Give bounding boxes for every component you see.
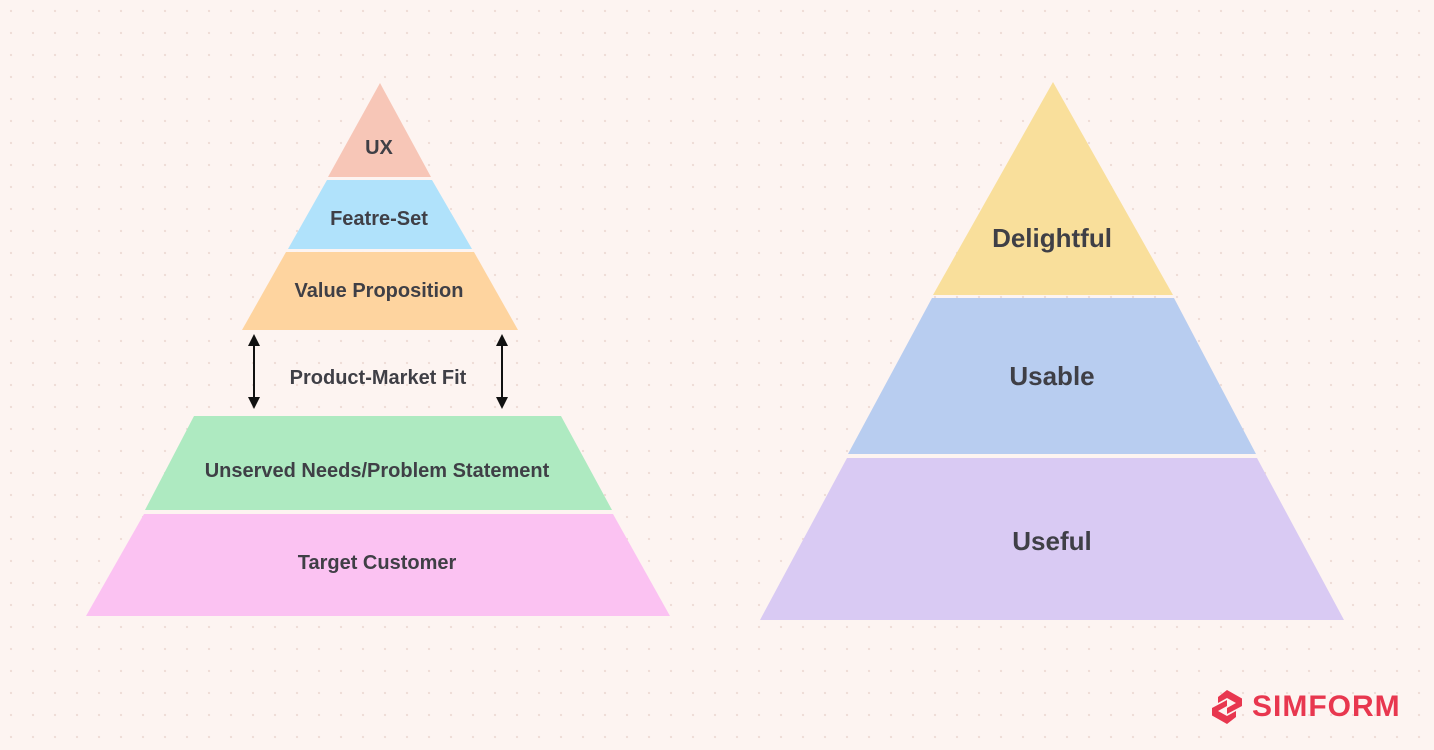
feature-set-label: Featre-Set [330, 208, 428, 230]
brand-name: SIMFORM [1252, 690, 1401, 723]
right-pyramid: Delightful Usable Useful [760, 82, 1344, 620]
usable-label: Usable [1009, 361, 1094, 391]
useful-label: Useful [1012, 526, 1091, 556]
ux-layer [328, 83, 431, 177]
left-pyramid: UX Featre-Set Value Proposition Product-… [86, 83, 670, 616]
delightful-layer [933, 82, 1173, 295]
usable-layer [848, 298, 1256, 454]
unserved-needs-label: Unserved Needs/Problem Statement [205, 460, 550, 482]
ux-label: UX [365, 137, 393, 159]
target-customer-label: Target Customer [298, 552, 457, 574]
feature-set-layer [288, 180, 472, 249]
delightful-label: Delightful [992, 223, 1112, 253]
useful-layer [760, 458, 1344, 620]
product-market-fit-label: Product-Market Fit [290, 367, 467, 389]
value-proposition-layer [242, 252, 518, 330]
simform-logo: SIMFORM [1208, 684, 1418, 730]
unserved-needs-layer [145, 416, 612, 510]
target-customer-layer [86, 514, 670, 616]
simform-logo-icon [1212, 690, 1242, 724]
value-proposition-label: Value Proposition [295, 280, 464, 302]
